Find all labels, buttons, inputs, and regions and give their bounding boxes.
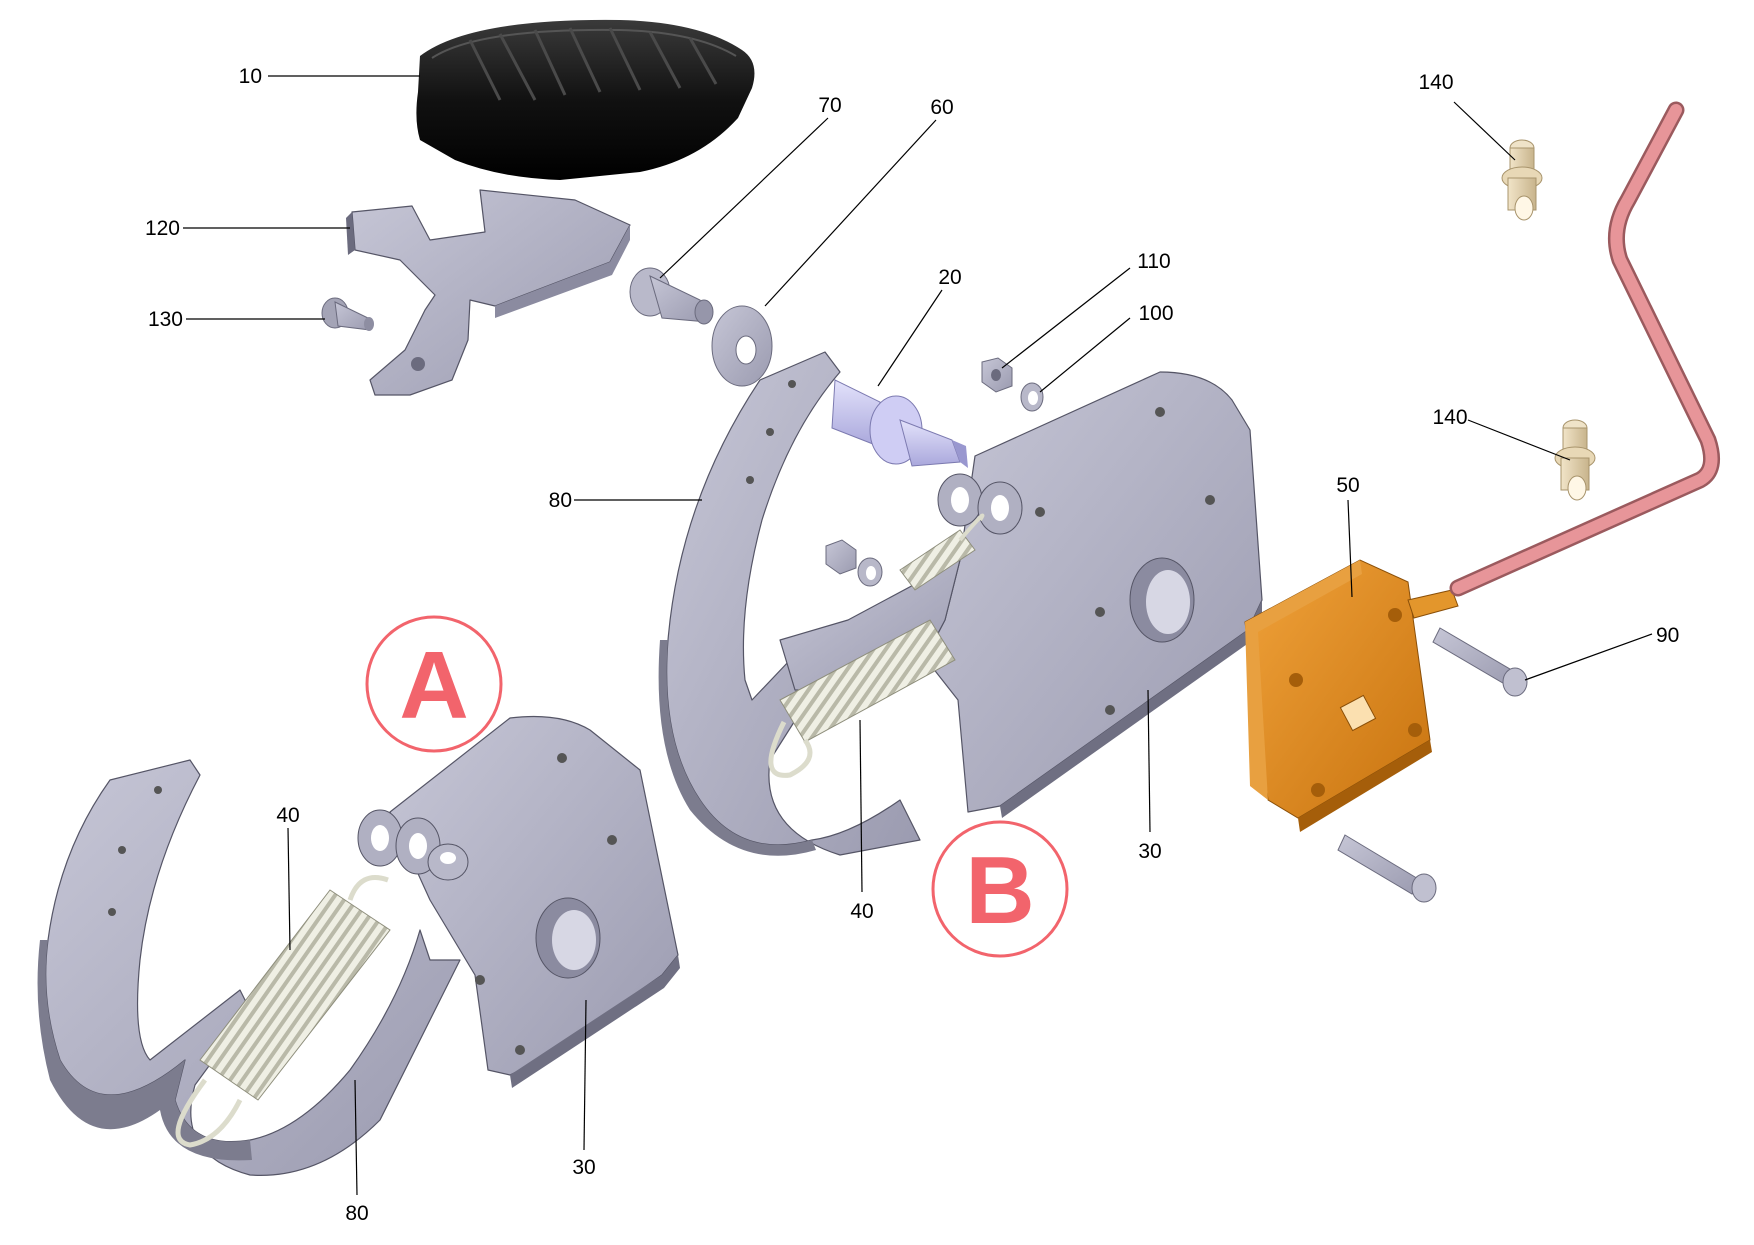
leader-lines xyxy=(183,75,1653,1196)
leader-100 xyxy=(1039,317,1131,393)
cable-wire xyxy=(1449,101,1721,597)
washer-part-60 xyxy=(711,305,773,387)
connector-part-140-upper xyxy=(1501,139,1543,221)
leader-50 xyxy=(1347,499,1353,598)
callout-80-a: 80 xyxy=(345,1202,368,1225)
connector-part-140-lower xyxy=(1554,419,1596,501)
leader-40-b xyxy=(859,719,863,893)
callout-140-upper: 140 xyxy=(1418,71,1453,94)
leader-70 xyxy=(659,117,829,279)
leader-30-a xyxy=(583,999,587,1151)
callout-30-a: 30 xyxy=(572,1156,595,1179)
callout-40-b: 40 xyxy=(850,900,873,923)
view-label-a: A xyxy=(365,615,503,753)
screw-part-130 xyxy=(321,297,374,331)
screw-part-90 xyxy=(1432,627,1528,697)
view-letter-b: B xyxy=(965,837,1034,944)
view-label-b: B xyxy=(931,820,1069,958)
leader-20 xyxy=(877,289,943,387)
callout-40-a: 40 xyxy=(276,804,299,827)
leader-140-lower xyxy=(1467,419,1571,461)
washer-part-100 xyxy=(1020,382,1044,412)
pedal-pad-part-10 xyxy=(416,19,755,181)
bracket-part-120 xyxy=(346,189,631,396)
assembly-a xyxy=(37,715,680,1176)
leader-110 xyxy=(1001,267,1131,369)
callout-100: 100 xyxy=(1138,302,1173,325)
callout-110: 110 xyxy=(1137,250,1170,273)
leader-40-a xyxy=(287,827,291,951)
callout-90: 90 xyxy=(1656,624,1679,647)
leader-60 xyxy=(764,119,937,307)
callout-140-lower: 140 xyxy=(1432,406,1467,429)
view-letter-a: A xyxy=(399,632,468,739)
screw-lower xyxy=(1337,834,1437,903)
shoulder-bolt-part-70 xyxy=(629,267,714,325)
shaft-pin-part-20 xyxy=(831,379,968,468)
junction-box-part-50 xyxy=(1244,559,1459,832)
assembly-b xyxy=(658,351,1263,856)
leader-140-upper xyxy=(1453,101,1516,161)
callout-10: 10 xyxy=(239,65,262,88)
callout-60: 60 xyxy=(930,96,953,119)
callout-labels: 10 120 130 70 60 20 110 100 80 140 140 5… xyxy=(145,65,1679,1225)
leader-30-b xyxy=(1147,689,1151,833)
callout-20: 20 xyxy=(938,266,961,289)
leader-80-a xyxy=(354,1079,358,1196)
callout-120: 120 xyxy=(145,217,180,240)
leader-90 xyxy=(1524,633,1653,681)
callout-130: 130 xyxy=(148,308,183,331)
callout-70: 70 xyxy=(818,94,841,117)
callout-30-b: 30 xyxy=(1138,840,1161,863)
callout-80-b: 80 xyxy=(549,489,572,512)
callout-50: 50 xyxy=(1336,474,1359,497)
